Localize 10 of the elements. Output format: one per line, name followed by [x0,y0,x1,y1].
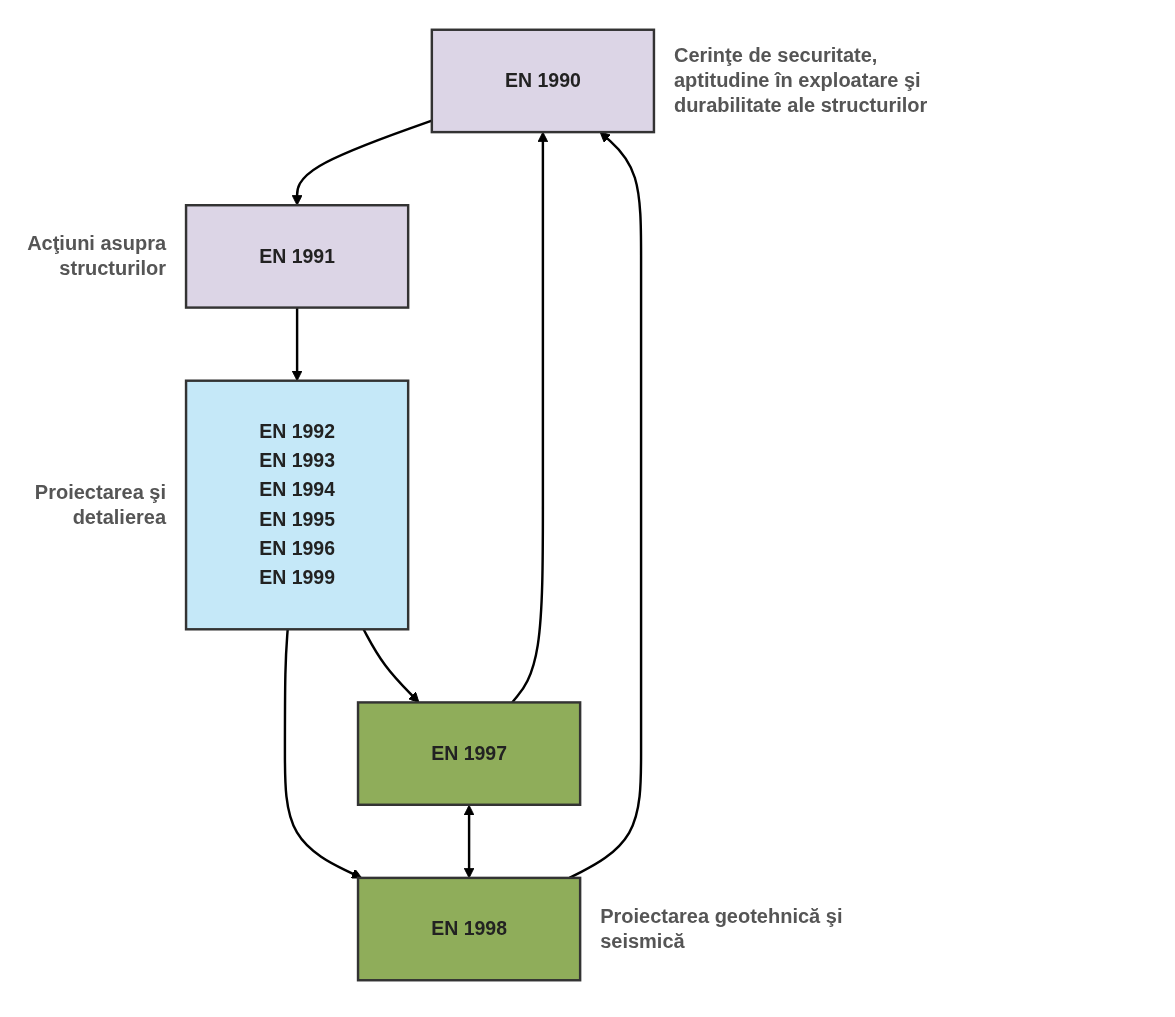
node-box: EN 1992 EN 1993 EN 1994 EN 1995 EN 1996 EN 1999 [184,379,410,631]
description-text: Proiectarea şi detalierea [33,480,167,530]
arrow [283,629,363,879]
description-text: Cerinţe de securitate, aptitudine în exploatare şi durabilitate ale structurilor [673,43,929,119]
node-box: EN 1997 [356,701,582,806]
description-text: Proiectarea geotehnică şi seismică [600,904,844,955]
node-box: EN 1990 [430,28,656,134]
description-text: Acţiuni asupra structurilor [26,231,167,282]
node-box: EN 1998 [356,876,582,982]
node-box: EN 1991 [184,204,410,309]
